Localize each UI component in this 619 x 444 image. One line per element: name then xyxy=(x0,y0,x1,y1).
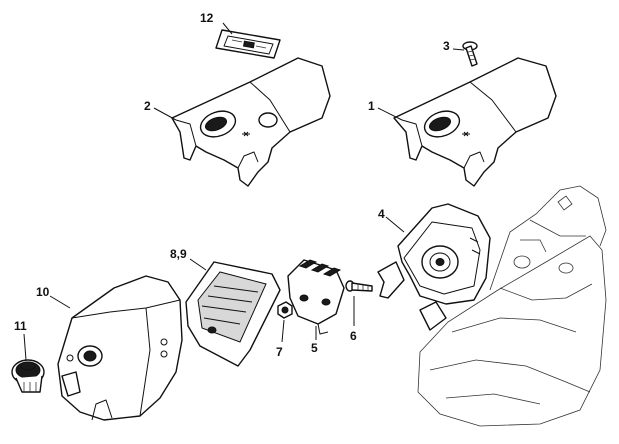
part-11-knob xyxy=(11,359,45,393)
part-1-shroud xyxy=(393,57,557,187)
part-4-carburetor-box xyxy=(377,203,491,331)
part-12-decal xyxy=(215,29,281,59)
callout-5: 5 xyxy=(311,341,318,355)
callout-10: 10 xyxy=(36,285,50,299)
part-7-nut xyxy=(277,301,293,319)
callout-4: 4 xyxy=(378,207,385,221)
callout-12: 12 xyxy=(200,11,214,25)
engine-housing xyxy=(417,185,607,427)
part-6-bolt xyxy=(345,280,373,292)
callout-2: 2 xyxy=(144,99,151,113)
callout-labels: 12 2 1 3 4 8,9 10 11 7 5 6 xyxy=(14,11,450,359)
part-5-bracket xyxy=(287,259,345,335)
leader-lines xyxy=(23,22,465,361)
part-8-9-air-filter xyxy=(185,261,281,367)
callout-8-9: 8,9 xyxy=(170,247,187,261)
callout-11: 11 xyxy=(14,319,27,333)
part-10-filter-cover xyxy=(57,275,183,421)
part-3-screw xyxy=(462,41,478,67)
callout-7: 7 xyxy=(276,345,283,359)
callout-6: 6 xyxy=(350,329,357,343)
callout-3: 3 xyxy=(443,39,450,53)
callout-1: 1 xyxy=(368,99,375,113)
part-2-shroud xyxy=(171,57,331,187)
